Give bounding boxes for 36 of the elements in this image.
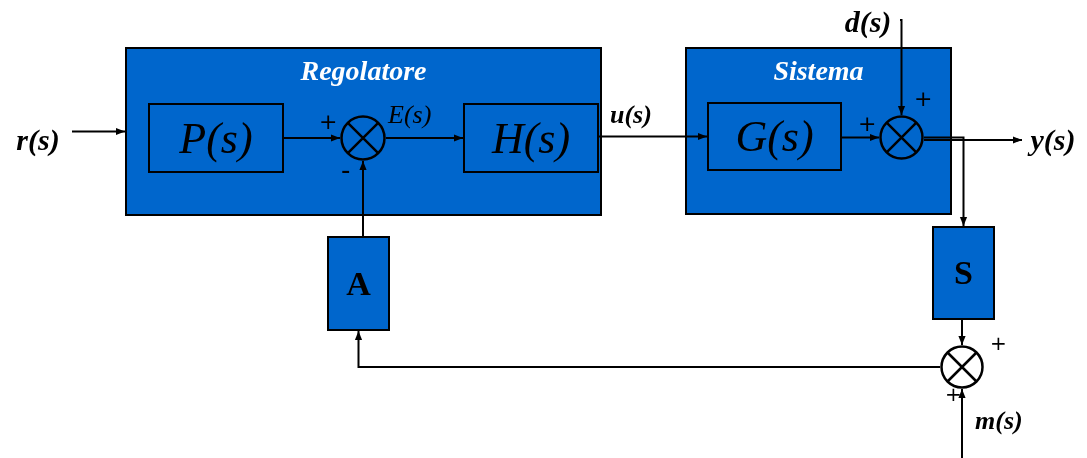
arrow xyxy=(897,19,906,116)
edge-label: m(s) xyxy=(975,406,1023,436)
arrow xyxy=(958,319,966,346)
sign-label: + xyxy=(858,113,877,135)
sign-label: + xyxy=(945,384,962,404)
transfer-block: P(s) xyxy=(148,103,284,173)
edge-label: u(s) xyxy=(610,100,652,130)
block-title: Regolatore xyxy=(299,55,428,87)
arrow xyxy=(71,127,126,136)
arrow xyxy=(359,160,367,237)
transfer-block: H(s) xyxy=(463,103,599,173)
edge-label: E(s) xyxy=(388,100,432,130)
arrow xyxy=(385,134,464,142)
gain-block: S xyxy=(932,226,995,320)
gain-block: A xyxy=(327,236,390,331)
sign-label: + xyxy=(990,333,1007,353)
summing-junction xyxy=(340,115,386,161)
arrow xyxy=(958,388,966,458)
arrow xyxy=(923,136,1023,144)
transfer-block: G(s) xyxy=(707,102,842,171)
signal-label: r(s) xyxy=(8,120,68,160)
signal-label: y(s) xyxy=(1022,120,1084,160)
arrow xyxy=(923,136,968,227)
sign-label: + xyxy=(914,88,933,110)
arrow xyxy=(283,134,341,142)
arrow xyxy=(841,133,880,142)
block-group xyxy=(125,47,602,216)
signal-label: d(s) xyxy=(836,2,900,42)
arrow xyxy=(354,330,941,368)
summing-junction xyxy=(879,115,924,160)
block-title: Sistema xyxy=(772,55,865,87)
sign-label: - xyxy=(341,157,351,183)
block-group xyxy=(685,47,952,215)
summing-junction xyxy=(940,345,984,389)
sign-label: + xyxy=(319,111,338,133)
arrow xyxy=(598,132,708,141)
